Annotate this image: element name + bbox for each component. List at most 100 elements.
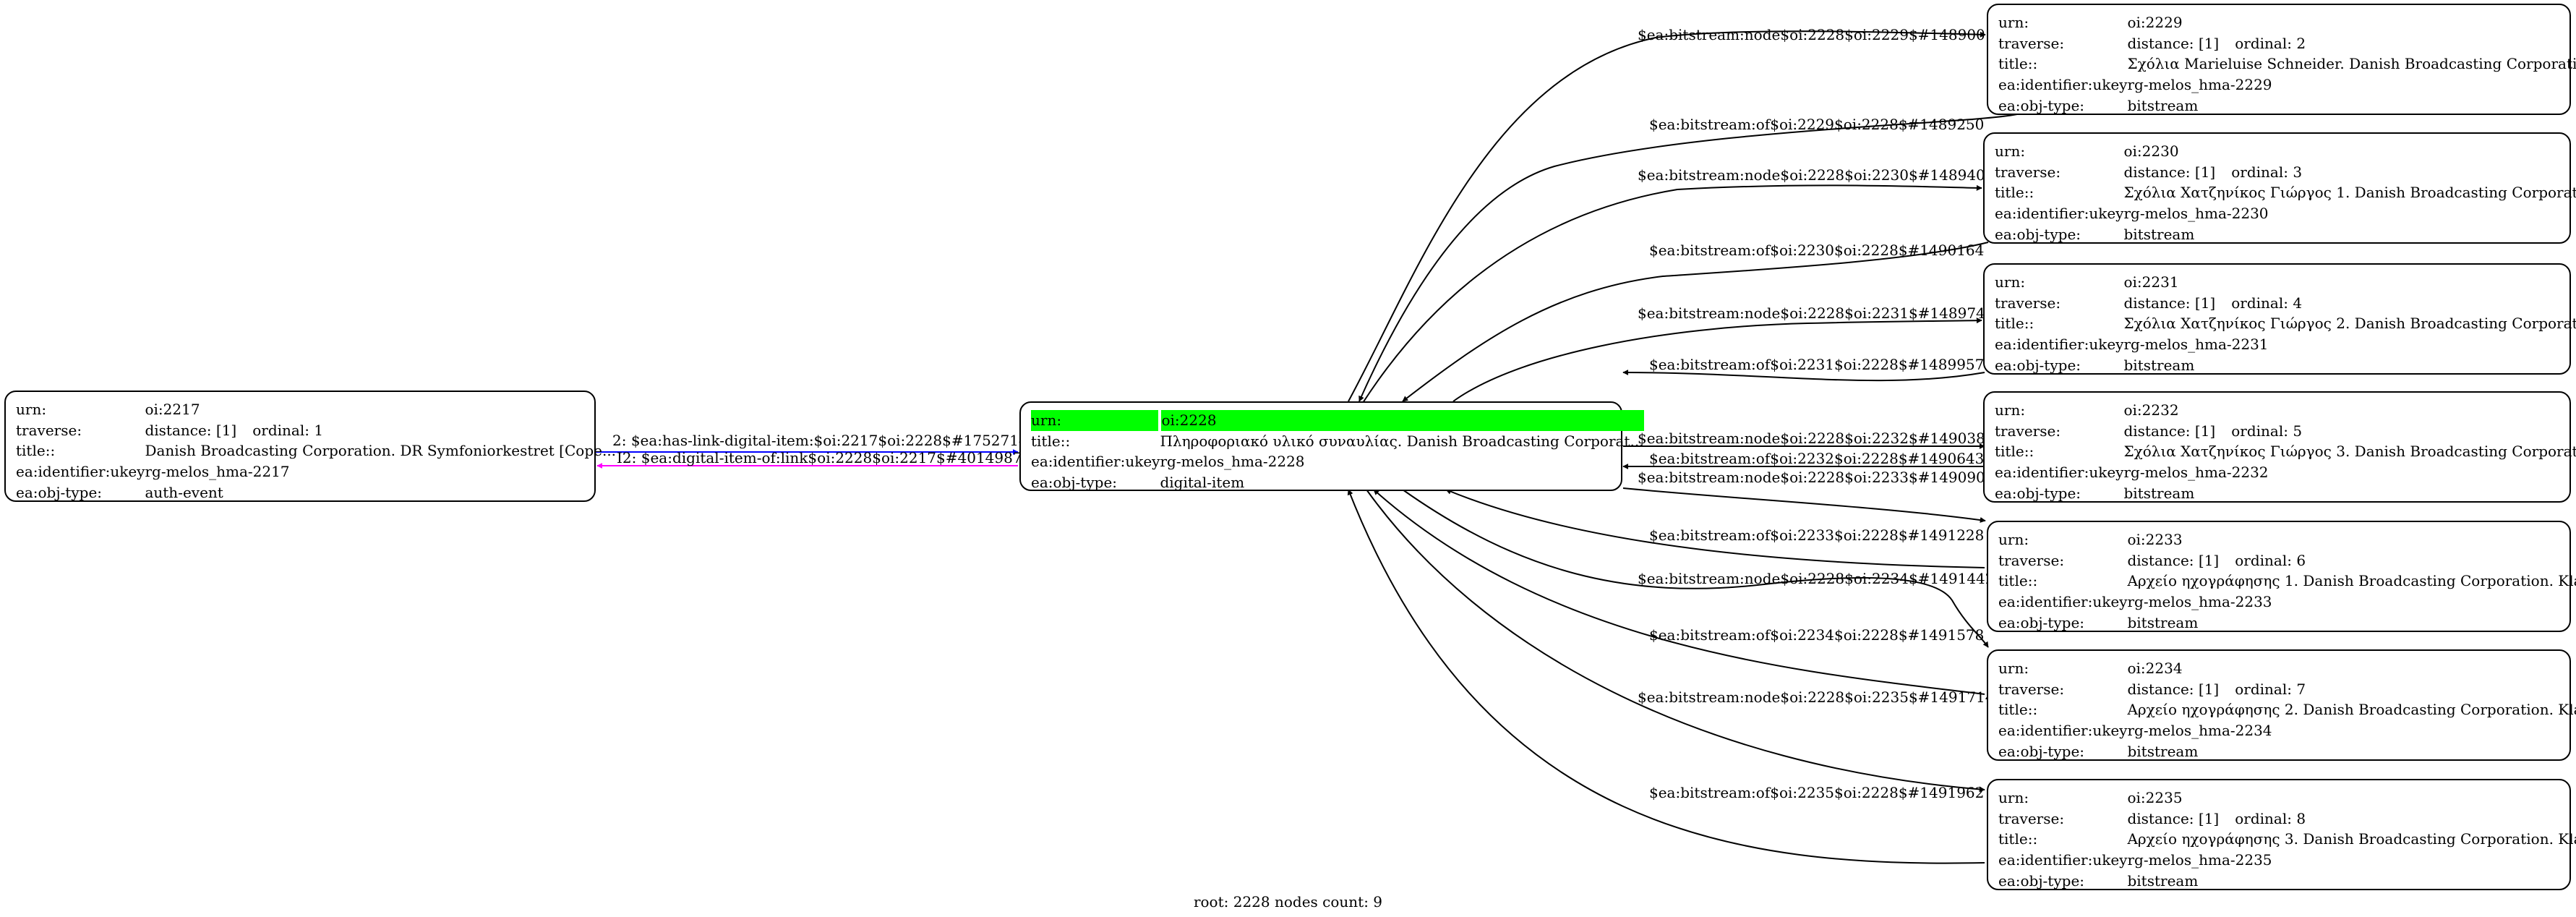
field-label-title: title:: <box>1995 184 2034 202</box>
node-urn: oi:2229 <box>2127 14 2183 31</box>
node-ukey: rg-melos_hma-2232 <box>2123 464 2269 482</box>
node-2235[interactable]: urn:oi:2235 traverse:distance: [1]ordina… <box>1987 779 2576 890</box>
field-label-title: title:: <box>16 442 56 460</box>
field-label-ukey: ea:identifier:ukey <box>1998 76 2128 94</box>
field-label-urn: urn: <box>1031 410 1162 431</box>
field-label-traverse: traverse: <box>16 421 82 439</box>
edge-2235-to-2228 <box>1347 489 1985 864</box>
edge-label: $ea:bitstream:of$oi:2232$oi:2228$#149064… <box>1649 450 1984 467</box>
node-ordinal: ordinal: 8 <box>2235 809 2306 827</box>
node-title: Αρχείο ηχογράφησης 2. Danish Broadcastin… <box>2127 701 2576 719</box>
field-label-objtype: ea:obj-type: <box>1998 96 2085 114</box>
node-ordinal: ordinal: 5 <box>2231 422 2303 440</box>
node-objtype: bitstream <box>2127 742 2199 760</box>
node-distance: distance: [1] <box>2123 422 2216 440</box>
edge-label: $ea:bitstream:node$oi:2228$oi:2233$#1490… <box>1638 469 1995 486</box>
node-2231[interactable]: urn: oi:2231 traverse: distance: [1] ordina… <box>1983 263 2576 375</box>
field-label-urn: urn: <box>1998 14 2029 31</box>
field-label-traverse: traverse: <box>1995 422 2061 440</box>
node-title: Σχόλια Χατζηνίκος Γιώργος 2. Danish Broa… <box>2123 315 2576 333</box>
node-urn: oi:2232 <box>2123 401 2179 419</box>
field-label-objtype: ea:obj-type: <box>16 483 103 501</box>
edge-label: 2: $ea:has-link-digital-item:$oi:2217$oi… <box>612 432 1037 449</box>
node-objtype: digital-item <box>1160 474 1245 492</box>
node-ordinal: ordinal: 4 <box>2231 294 2303 312</box>
node-ukey: rg-melos_hma-2217 <box>145 463 290 481</box>
edge-2228-to-2233 <box>1622 487 1986 523</box>
node-title: Σχόλια Χατζηνίκος Γιώργος 3. Danish Broa… <box>2123 443 2576 461</box>
edge-label: $ea:bitstream:node$oi:2228$oi:2229$#1489… <box>1638 26 1995 43</box>
edge-2228-to-2235 <box>1366 489 1985 793</box>
node-ukey: rg-melos_hma-2228 <box>1160 453 1305 471</box>
graph-footer: root: 2228 nodes count: 9 <box>1193 893 1383 910</box>
edge-label: $ea:bitstream:node$oi:2228$oi:2231$#1489… <box>1638 304 1995 322</box>
node-distance: distance: [1] <box>2127 34 2220 52</box>
edge-2228-to-2230 <box>1362 184 1982 404</box>
node-objtype: bitstream <box>2127 871 2199 890</box>
node-2229[interactable]: urn: oi:2229 traverse: distance: [1] ordina… <box>1987 4 2576 115</box>
edge-2228-to-2229 <box>1348 30 1986 402</box>
node-2232[interactable]: urn: oi:2232 traverse: distance: [1] ordina… <box>1983 391 2576 503</box>
edge-label: $ea:bitstream:of$oi:2233$oi:2228$#149122… <box>1649 526 1984 544</box>
node-title: Danish Broadcasting Corporation. DR Symf… <box>145 442 617 460</box>
node-2233[interactable]: urn:oi:2233 traverse:distance: [1]ordina… <box>1987 521 2576 632</box>
field-label-objtype: ea:obj-type: <box>1998 871 2085 890</box>
node-ukey: rg-melos_hma-2230 <box>2123 205 2269 223</box>
node-distance: distance: [1] <box>145 421 237 439</box>
node-2217[interactable]: urn:oi:2217 traverse:distance: [1]ordina… <box>4 391 616 502</box>
node-objtype: auth-event <box>145 483 223 501</box>
field-label-urn: urn: <box>1995 273 2026 291</box>
node-distance: distance: [1] <box>2127 809 2220 827</box>
node-ukey: rg-melos_hma-2235 <box>2127 851 2272 869</box>
field-label-title: title:: <box>1998 701 2038 719</box>
node-urn: oi:2217 <box>145 401 200 418</box>
edge-label: $ea:bitstream:of$oi:2231$oi:2228$#148995… <box>1649 356 1984 373</box>
node-distance: distance: [1] <box>2123 294 2216 312</box>
edge-label: $ea:bitstream:of$oi:2229$oi:2228$#148925… <box>1649 116 1984 133</box>
field-label-urn: urn: <box>1995 142 2026 160</box>
node-objtype: bitstream <box>2127 96 2199 114</box>
field-label-urn: urn: <box>1995 401 2026 419</box>
field-label-title: title:: <box>1995 443 2034 461</box>
node-objtype: bitstream <box>2123 484 2195 502</box>
field-label-ukey: ea:identifier:ukey <box>1998 851 2128 869</box>
field-label-title: title:: <box>1998 830 2038 848</box>
field-label-objtype: ea:obj-type: <box>1031 474 1118 492</box>
field-label-traverse: traverse: <box>1998 551 2065 569</box>
field-label-traverse: traverse: <box>1998 34 2065 52</box>
edge-2228-to-2231 <box>1452 317 1982 402</box>
node-2230[interactable]: urn:oi:2230 traverse:distance: [1]ordina… <box>1983 132 2576 244</box>
field-label-objtype: ea:obj-type: <box>1995 225 2081 243</box>
field-label-ukey: ea:identifier:ukey <box>1995 464 2124 482</box>
node-urn: oi:2231 <box>2123 273 2179 291</box>
edge-2233-to-2228 <box>1445 489 1985 568</box>
edge-label: $ea:bitstream:node$oi:2228$oi:2235$#1491… <box>1638 688 1995 706</box>
field-label-objtype: ea:obj-type: <box>1998 613 2085 631</box>
node-title: Πληροφοριακό υλικό συναυλίας. Danish Bro… <box>1160 432 1644 450</box>
field-label-traverse: traverse: <box>1998 680 2065 698</box>
field-label-title: title:: <box>1998 55 2038 73</box>
node-2228-root[interactable]: urn:oi:2228 title::Πληροφοριακό υλικό συ… <box>1019 401 1644 492</box>
node-title: Σχόλια Marieluise Schneider. Danish Broa… <box>2127 55 2576 73</box>
field-label-ukey: ea:identifier:ukey <box>1995 205 2124 223</box>
edge-label: $ea:bitstream:node$oi:2228$oi:2234$#1491… <box>1638 570 1995 587</box>
edge-2230-to-2228 <box>1402 242 1989 402</box>
field-label-title: title:: <box>1031 432 1071 450</box>
node-objtype: bitstream <box>2123 225 2195 243</box>
field-label-ukey: ea:identifier:ukey <box>1998 593 2128 611</box>
edge-label: $ea:bitstream:of$oi:2234$oi:2228$#149157… <box>1649 626 1984 644</box>
node-ordinal: ordinal: 2 <box>2235 34 2306 52</box>
node-urn: oi:2235 <box>2127 789 2183 806</box>
node-distance: distance: [1] <box>2127 680 2220 698</box>
node-ordinal: ordinal: 6 <box>2235 551 2306 569</box>
edge-2229-to-2228 <box>1358 114 2018 402</box>
field-label-urn: urn: <box>16 401 47 418</box>
node-objtype: bitstream <box>2127 613 2199 631</box>
field-label-traverse: traverse: <box>1995 163 2061 181</box>
node-ordinal: ordinal: 3 <box>2231 163 2303 181</box>
node-urn: oi:2233 <box>2127 531 2183 548</box>
edge-label: I2: $ea:digital-item-of:link$oi:2228$oi:… <box>617 449 1031 466</box>
node-2234[interactable]: urn:oi:2234 traverse:distance: [1]ordina… <box>1987 649 2576 761</box>
field-label-traverse: traverse: <box>1995 294 2061 312</box>
edge-label: $ea:bitstream:node$oi:2228$oi:2232$#1490… <box>1638 430 1995 447</box>
